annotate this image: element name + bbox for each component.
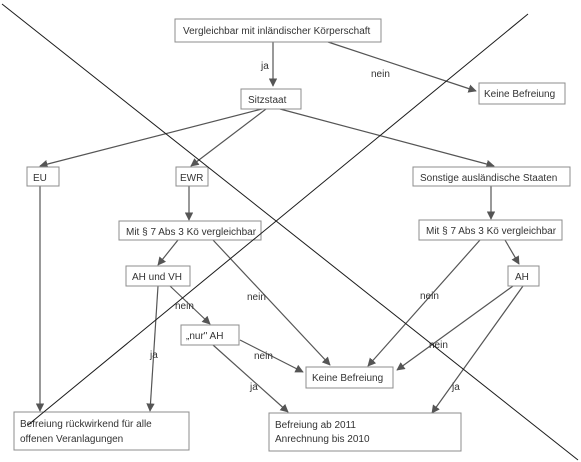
label-root-ja: ja (260, 61, 269, 72)
edge-vergl-right-keine (367, 239, 481, 367)
node-befreiung-2011: Befreiung ab 2011 Anrechnung bis 2010 (268, 412, 462, 452)
node-vergl-left-label: Mit § 7 Abs 3 Kö vergleichbar (126, 227, 257, 238)
label-right-ja: ja (451, 382, 460, 393)
label-ahvh-nein: nein (175, 301, 194, 312)
node-nur-ah: „nur" AH (180, 324, 240, 346)
node-sitzstaat: Sitzstaat (240, 88, 302, 110)
node-vergleichbar-left: Mit § 7 Abs 3 Kö vergleichbar (118, 220, 262, 241)
node-ah-right: AH (507, 265, 540, 287)
edge-ah-befreiung (431, 285, 524, 414)
node-vergl-right-label: Mit § 7 Abs 3 Kö vergleichbar (426, 226, 557, 237)
node-eu: EU (26, 166, 60, 187)
edges (35, 41, 524, 414)
label-ahvh-ja: ja (149, 350, 158, 361)
node-keine-befreiung-top: Keine Befreiung (478, 82, 566, 105)
edge-vergl-nein (212, 239, 331, 366)
node-sonstige-label: Sonstige ausländische Staaten (420, 173, 557, 184)
node-sonstige: Sonstige ausländische Staaten (412, 166, 571, 187)
strike-through-cross (1, 3, 579, 461)
node-ewr: EWR (175, 166, 209, 187)
edge-sitz-eu (39, 108, 263, 169)
edge-labels: ja nein nein nein ja nein ja nein nein j… (149, 61, 460, 393)
node-keine-befreiung-mid: Keine Befreiung (305, 366, 394, 389)
edge-nur-befreiung (212, 344, 289, 413)
node-sitzstaat-label: Sitzstaat (248, 95, 287, 106)
label-right-nein-2: nein (429, 340, 448, 351)
label-nur-ja: ja (249, 382, 258, 393)
node-root-label: Vergleichbar mit inländischer Körperscha… (183, 26, 371, 37)
node-befreiung-2011-line1: Befreiung ab 2011 (275, 420, 356, 431)
label-ewr-nein: nein (247, 292, 266, 303)
node-vergleichbar-right: Mit § 7 Abs 3 Kö vergleichbar (418, 219, 563, 241)
label-nur-nein: nein (254, 351, 273, 362)
cross-line-2 (27, 13, 529, 426)
cross-line-1 (1, 3, 579, 461)
node-befreiung-rueck-line1: Befreiung rückwirkend für alle (20, 419, 152, 430)
edge-vergl-right-ah (504, 239, 520, 265)
node-ewr-label: EWR (180, 173, 203, 184)
node-nur-ah-label: „nur" AH (186, 331, 223, 342)
edge-ahvh-befreiung (146, 285, 159, 412)
edge-vergl-ahvh (157, 239, 179, 266)
edge-nur-keine (239, 339, 304, 373)
node-ah-right-label: AH (515, 272, 529, 283)
edge-ahvh-nur (169, 285, 211, 325)
node-root: Vergleichbar mit inländischer Körperscha… (174, 18, 382, 43)
node-befreiung-rueckwirkend: Befreiung rückwirkend für alle offenen V… (13, 411, 190, 451)
node-eu-label: EU (33, 173, 47, 184)
edge-root-keine (327, 41, 477, 93)
label-root-nein: nein (371, 69, 390, 80)
label-right-nein-1: nein (420, 291, 439, 302)
node-befreiung-rueck-line2: offenen Veranlagungen (20, 434, 123, 445)
node-keine-top-label: Keine Befreiung (484, 89, 555, 100)
edge-sitz-sonstige (279, 108, 495, 169)
node-ah-vh: AH und VH (125, 265, 191, 287)
node-befreiung-2011-line2: Anrechnung bis 2010 (275, 434, 370, 445)
node-keine-mid-label: Keine Befreiung (312, 373, 383, 384)
edge-sitz-ewr (190, 108, 267, 167)
edge-ah-keine (396, 285, 514, 371)
node-ah-vh-label: AH und VH (132, 272, 182, 283)
